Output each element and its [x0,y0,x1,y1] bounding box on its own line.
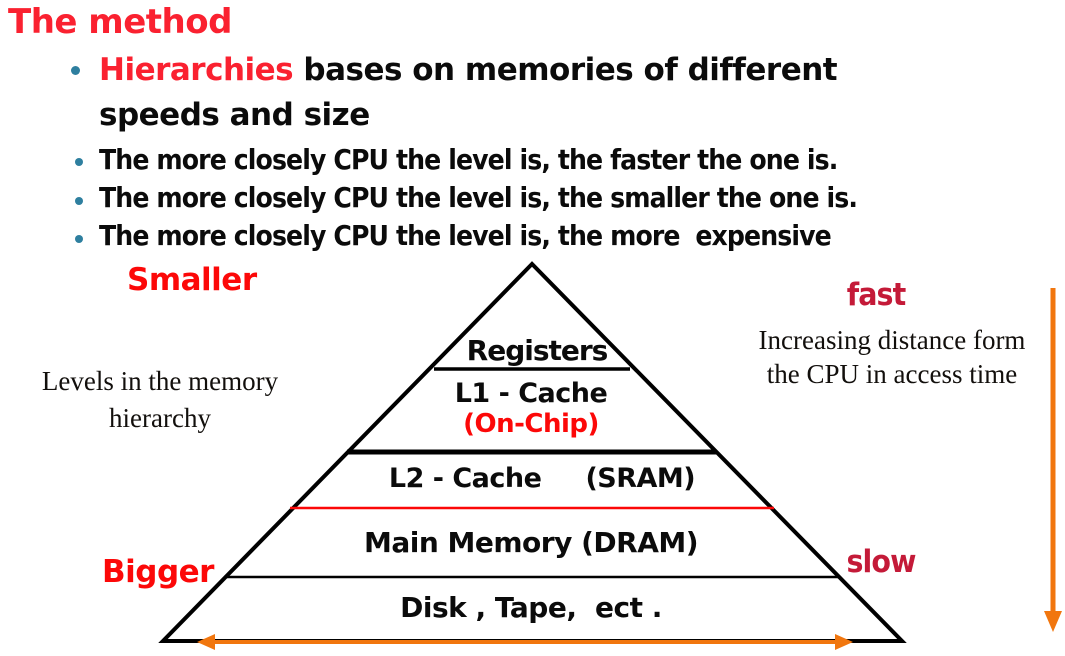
bullet-highlight: Hierarchies [99,52,294,88]
level-disk-tape: Disk , Tape, ect . [400,591,662,624]
bullet-line2: speeds and size [99,97,370,133]
fast-label: fast [846,277,907,313]
bullet-dot [75,197,83,205]
bullet-dot [75,158,83,166]
level-l2-cache-row: L2 - Cache (SRAM) [388,463,696,494]
width-arrow-left-head [197,634,215,650]
slow-label: slow [846,544,916,580]
level-l1-onchip: (On-Chip) [463,409,599,439]
level-l2-sram: (SRAM) [585,463,696,494]
smaller-label: Smaller [127,262,257,298]
levels-note-line2: hierarchy [109,403,211,433]
level-main-memory: Main Memory (DRAM) [363,526,699,559]
bullet-faster: The more closely CPU the level is, the f… [99,143,838,176]
level-l2-cache: L2 - Cache [388,463,542,494]
distance-note-line2: the CPU in access time [766,359,1018,389]
levels-note-line1: Levels in the memory [41,366,279,396]
bullet-smaller: The more closely CPU the level is, the s… [99,181,858,214]
page-title: The method [8,2,232,42]
bullet-dot [71,66,80,75]
distance-arrow-head [1044,611,1062,632]
level-l1-cache: L1 - Cache [454,378,608,409]
level-registers: Registers [466,334,609,367]
levels-note: Levels in the memory hierarchy [12,363,308,437]
distance-note: Increasing distance form the CPU in acce… [736,323,1048,391]
bullet-dot [75,235,83,243]
width-arrow-right-head [835,634,853,650]
bullet-rest: bases on memories of different [293,52,838,88]
bigger-label: Bigger [102,554,214,590]
distance-note-line1: Increasing distance form [758,325,1026,355]
bullet-hierarchies: Hierarchies bases on memories of differe… [99,48,989,138]
bullet-expensive: The more closely CPU the level is, the m… [99,219,832,252]
